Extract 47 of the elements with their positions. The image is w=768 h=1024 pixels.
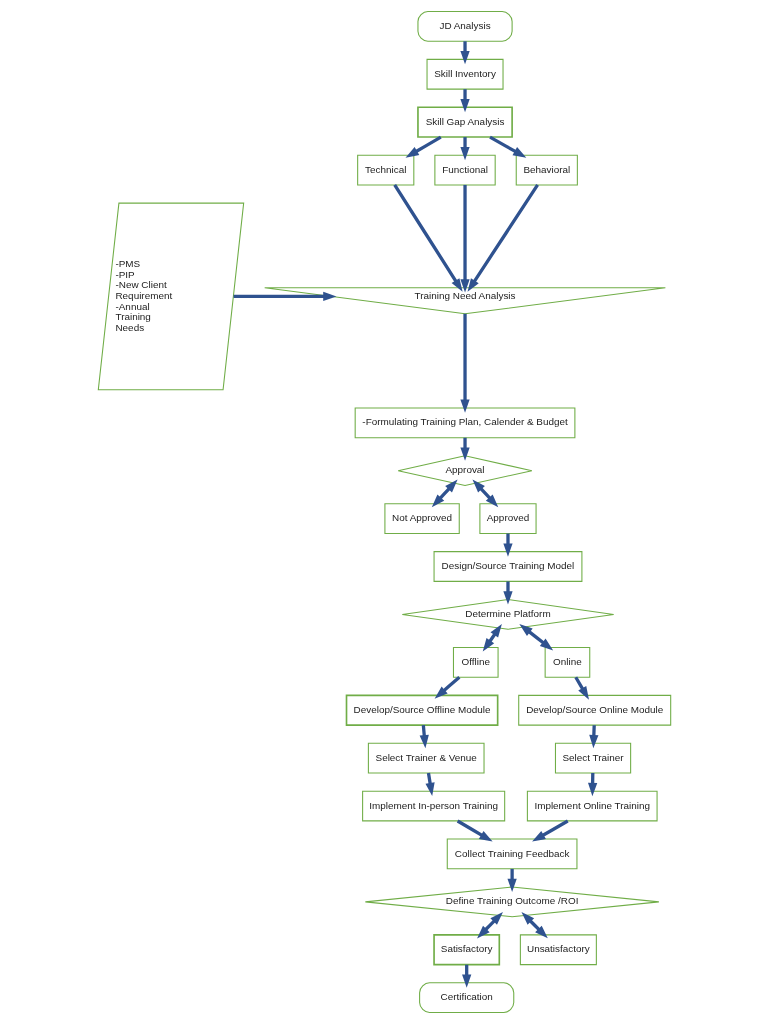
arrow [459,437,470,461]
arrow [588,725,598,749]
node-box: Select Trainer & Venue [367,742,485,774]
node-box: Behavioral [515,154,578,186]
arrow [233,291,336,302]
arrow [531,819,569,842]
node-box: Functional [433,154,496,186]
node-box: Collect Training Feedback [446,838,577,870]
arrow [520,912,548,939]
arrow [482,624,502,652]
node-box: Implement Online Training [526,790,658,822]
node-box: -Formulating Training Plan, Calender & Budget [354,407,575,439]
arrow [434,676,460,699]
arrow [459,89,470,113]
arrow [459,137,470,161]
arrow [502,581,513,605]
node-box: Approved [478,503,537,534]
node-diamond: Determine Platform [401,599,614,630]
node-box: JD Analysis [416,10,513,42]
node-box: Offline [452,646,499,678]
node-diamond: Approval [397,455,532,487]
node-box: Develop/Source Online Module [517,694,671,726]
node-box: Not Approved [383,503,460,534]
node-box: Skill Gap Analysis [416,106,513,138]
node-box: Online [544,646,590,678]
arrow [502,533,513,557]
arrow [476,912,503,939]
node-box: Skill Inventory [426,58,504,90]
node-box: Certification [418,982,514,1014]
arrow [471,479,498,508]
arrow [431,479,458,508]
arrow [456,819,493,842]
node-box: Develop/Source Offline Module [345,694,498,726]
arrow [459,184,470,293]
arrow [518,624,553,651]
node-box: Technical [356,154,414,186]
node-box: Satisfactory [432,934,500,966]
arrow [467,184,539,292]
arrow [459,41,470,65]
node-box: Select Trainer [554,742,631,774]
node-box: Implement In-person Training [361,790,505,822]
node-diamond: Define Training Outcome /ROI [364,886,659,918]
node-box: Unsatisfactory [519,934,597,966]
arrow [459,313,470,413]
arrow [506,868,517,892]
arrow [392,184,463,292]
node-box: Design/Source Training Model [433,551,582,582]
